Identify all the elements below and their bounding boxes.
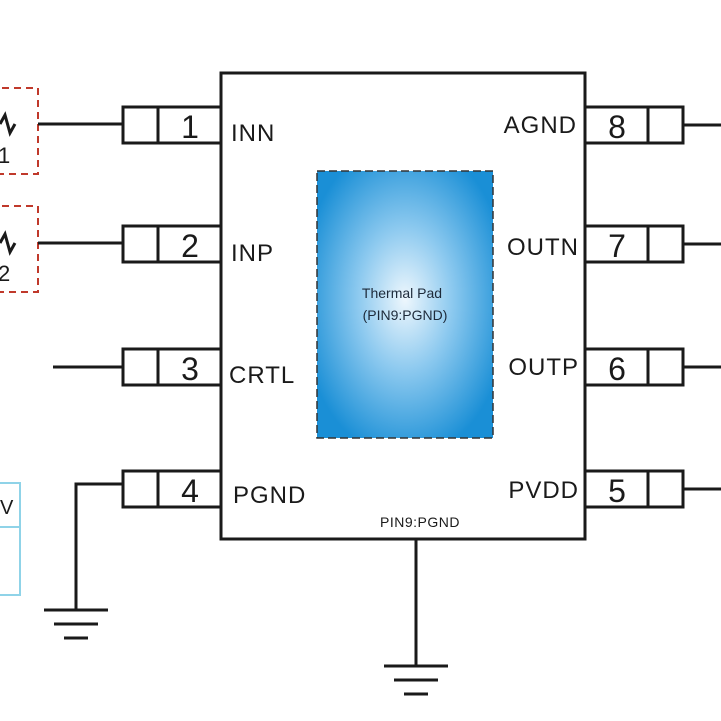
- ground-symbol-pin9: [384, 539, 448, 696]
- pin-2-name: INP: [231, 240, 274, 267]
- pin-1-number: 1: [181, 109, 199, 145]
- pin-4-lead: [121, 469, 223, 509]
- resistor-1-label: 1: [0, 143, 10, 168]
- thermal-pad: Thermal Pad (PIN9:PGND): [316, 170, 494, 439]
- pin-8: 8 AGND: [504, 105, 721, 145]
- pin-3-name: CRTL: [229, 362, 295, 389]
- pin-7-number: 7: [608, 228, 626, 264]
- resistor-2-label: 2: [0, 261, 10, 286]
- pin-8-lead: [583, 105, 685, 145]
- pin-3-lead: [121, 347, 223, 387]
- pin-2-number: 2: [181, 228, 199, 264]
- thermal-pad-area: [316, 170, 494, 439]
- input-resistor-2: 2: [0, 205, 39, 293]
- pin-5-lead: [583, 469, 685, 509]
- pin-8-number: 8: [608, 109, 626, 145]
- resistor-2-dashed-box: [0, 205, 39, 293]
- partial-table-text: V: [0, 497, 14, 519]
- pin-4-number: 4: [181, 473, 199, 509]
- pin-6: 6 OUTP: [508, 347, 721, 387]
- pin-3-number: 3: [181, 351, 199, 387]
- pin-7: 7 OUTN: [507, 224, 721, 264]
- resistor-2-zigzag: [0, 230, 17, 256]
- chip-body: [219, 71, 587, 541]
- thermal-pad-pin-label: (PIN9:PGND): [363, 307, 448, 323]
- pin-8-name: AGND: [504, 112, 577, 139]
- pin9-bottom-label: PIN9:PGND: [380, 514, 460, 530]
- pin-5-name: PVDD: [508, 477, 579, 504]
- pin-2-lead: [121, 224, 223, 264]
- pin-7-lead: [583, 224, 685, 264]
- pin-6-number: 6: [608, 351, 626, 387]
- pin-4: 4 PGND: [74, 469, 306, 610]
- pin-1-lead: [121, 105, 223, 145]
- resistor-1-zigzag: [0, 111, 17, 137]
- ground-symbol-pin4: [44, 608, 108, 640]
- pin-5: 5 PVDD: [508, 469, 721, 509]
- partial-table: V: [0, 482, 21, 596]
- pin-2: 2 INP: [38, 224, 274, 267]
- pin-1: 1 INN: [38, 105, 275, 147]
- pin-1-name: INN: [231, 120, 275, 147]
- pin-5-number: 5: [608, 473, 626, 509]
- pin-7-name: OUTN: [507, 234, 579, 261]
- thermal-pad-label: Thermal Pad: [362, 285, 442, 301]
- input-resistor-1: 1: [0, 87, 39, 175]
- pin-4-name: PGND: [233, 482, 306, 509]
- resistor-1-dashed-box: [0, 87, 39, 175]
- pin-6-lead: [583, 347, 685, 387]
- pin-6-name: OUTP: [508, 354, 579, 381]
- pin-3: 3 CRTL: [53, 347, 295, 389]
